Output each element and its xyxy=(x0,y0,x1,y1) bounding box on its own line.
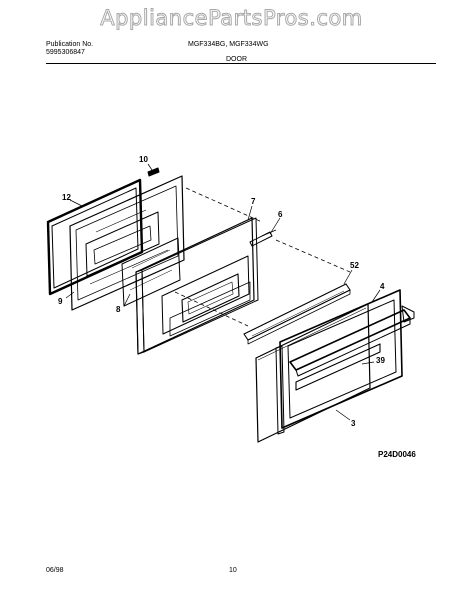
callout-10: 10 xyxy=(139,155,148,164)
model-numbers: MGF334BG, MGF334WG xyxy=(188,41,269,48)
callout-7: 7 xyxy=(251,197,256,206)
publication-number: 5995306847 xyxy=(46,49,85,56)
callout-8: 8 xyxy=(116,305,121,314)
footer-page-number: 10 xyxy=(229,567,237,574)
door-frame-part xyxy=(275,289,415,435)
leader-39 xyxy=(361,361,375,365)
leader-3 xyxy=(335,409,351,421)
footer-date: 06/98 xyxy=(46,567,64,574)
callout-4: 4 xyxy=(380,282,385,291)
leader-9 xyxy=(65,291,75,299)
callout-3: 3 xyxy=(351,419,356,428)
callout-39: 39 xyxy=(376,356,385,365)
publication-label: Publication No. xyxy=(46,41,94,48)
screw-part xyxy=(147,167,160,177)
section-title: DOOR xyxy=(226,56,247,63)
leader-12 xyxy=(69,199,83,207)
leader-8 xyxy=(123,293,131,307)
leader-4 xyxy=(371,289,381,303)
leader-lines xyxy=(65,163,381,421)
alignment-lines xyxy=(174,187,351,327)
callout-52: 52 xyxy=(350,261,359,270)
handle-trim-part xyxy=(243,283,351,345)
leader-52 xyxy=(343,269,353,285)
leader-10 xyxy=(147,163,153,171)
door-glass-part xyxy=(121,237,181,307)
door-inner-panel-part xyxy=(135,217,259,355)
watermark: AppliancePartsPros.com xyxy=(100,6,363,31)
door-top-trim-part xyxy=(249,229,277,247)
leader-7 xyxy=(247,205,253,221)
inner-door-liner-part xyxy=(69,175,185,311)
callout-12: 12 xyxy=(62,193,71,202)
header-rule xyxy=(46,63,436,64)
callout-9: 9 xyxy=(58,297,63,306)
diagram-id: P24D0046 xyxy=(378,450,416,459)
alignment-line-mid xyxy=(275,239,351,273)
leader-6 xyxy=(269,217,281,235)
callout-6: 6 xyxy=(278,210,283,219)
